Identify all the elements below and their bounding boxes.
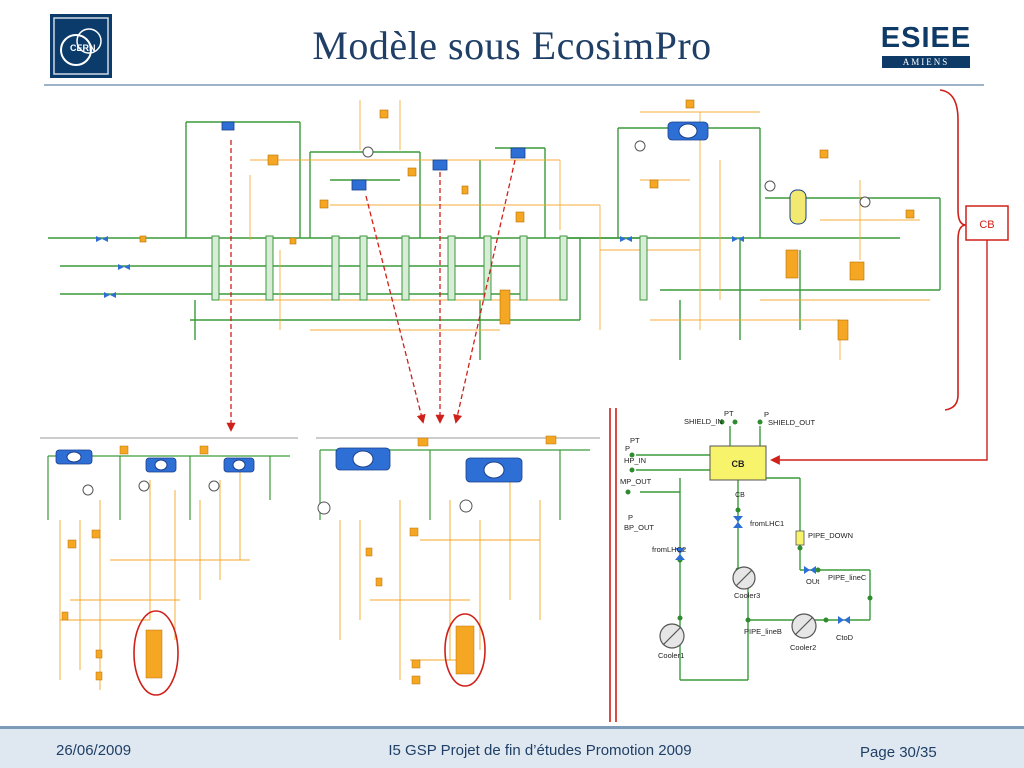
title-underline (44, 84, 984, 86)
cern-logo: CERN (50, 14, 112, 78)
cb-callout-label: CB (979, 219, 994, 231)
cb-block-label: CB (732, 459, 745, 469)
zoom-panel-left (40, 437, 298, 696)
content-area (36, 86, 1013, 722)
cb-callout: CB (770, 89, 1009, 465)
label-pipe-down: PIPE_DOWN (808, 531, 853, 540)
footer-rule (0, 726, 1024, 729)
cb-port-label: CB (735, 492, 745, 499)
label-ctod: CtoD (836, 633, 854, 642)
footer-page-number: Page 30/35 (860, 744, 937, 761)
label-out: OUt (806, 577, 820, 586)
label-from-lhc1: fromLHC1 (750, 519, 784, 528)
label-shield-out: SHIELD_OUT (768, 418, 816, 427)
label-p-top: P (764, 410, 769, 419)
label-cooler3: Cooler3 (734, 591, 760, 600)
label-from-lhc2: fromLHC2 (652, 545, 686, 554)
footer-band (0, 726, 1024, 768)
slide-title: Modèle sous EcosimPro (312, 23, 712, 68)
label-mp-out: MP_OUT (620, 477, 652, 486)
label-pt-left: PT (630, 436, 640, 445)
esiee-logo-city: AMIENS (882, 56, 970, 68)
cb-detail-diagram: CB CB (620, 409, 873, 681)
label-pipe-lineb: PIPE_lineB (744, 627, 782, 636)
label-cooler1: Cooler1 (658, 651, 684, 660)
label-cooler2: Cooler2 (790, 643, 816, 652)
main-schematic (48, 99, 941, 360)
label-p-bp: P (628, 513, 633, 522)
label-pt-top: PT (724, 409, 734, 418)
header-band (0, 0, 1024, 86)
footer-caption: I5 GSP Projet de fin d’études Promotion … (388, 742, 692, 759)
label-bp-out: BP_OUT (624, 523, 654, 532)
esiee-logo-name: ESIEE (880, 22, 972, 54)
svg-text:CERN: CERN (70, 43, 96, 53)
label-pipe-linec: PIPE_lineC (828, 573, 867, 582)
zoom-panel-middle (316, 435, 600, 687)
label-hp-in: HP_IN (624, 456, 646, 465)
esiee-logo: ESIEE AMIENS (878, 22, 974, 72)
label-p-left: P (625, 444, 630, 453)
footer-date: 26/06/2009 (56, 742, 132, 759)
label-shield-in: SHIELD_IN (684, 417, 723, 426)
zoom-arrows (226, 140, 516, 432)
